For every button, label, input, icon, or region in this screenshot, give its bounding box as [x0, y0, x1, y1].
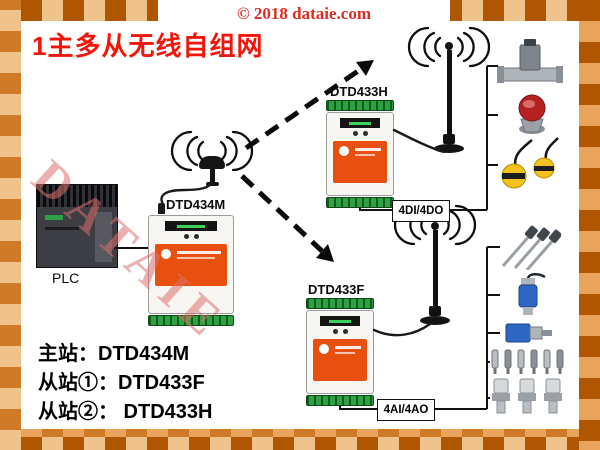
- float-switch-image: [492, 136, 566, 190]
- plc-side-panel: [95, 212, 112, 262]
- terminal-block: [326, 197, 394, 208]
- module-brand-panel: [155, 244, 227, 286]
- slave-top-device-label: DTD433H: [330, 84, 388, 99]
- pressure-transmitters-image: [488, 375, 568, 421]
- wireless-link-arrow-bottom: [240, 174, 334, 262]
- slave-bottom-radio-module: [306, 298, 374, 406]
- plc-device: [36, 184, 118, 268]
- terminal-block: [326, 100, 394, 111]
- module-brand-panel: [332, 141, 388, 183]
- submersible-level-sensor-image: [501, 271, 555, 317]
- slave-bottom-device-label: DTD433F: [308, 282, 365, 297]
- module-body: [148, 215, 234, 314]
- module-display: [320, 316, 360, 326]
- slave-top-antenna-icon: [432, 42, 466, 153]
- master-antenna-icon: [199, 156, 225, 186]
- slave-bottom-antenna-icon: [418, 222, 452, 325]
- module-brand-panel: [312, 339, 368, 381]
- terminal-block: [306, 395, 374, 406]
- terminal-block: [148, 315, 234, 326]
- brand-logo-icon: [318, 344, 329, 354]
- plc-label: PLC: [52, 270, 80, 286]
- page-title: 1主多从无线自组网: [32, 31, 264, 61]
- legend: 主站：DTD434M 从站①：DTD433F 从站②： DTD433H: [38, 340, 212, 427]
- temperature-probes-image: [497, 220, 562, 271]
- master-device-label: DTD434M: [166, 197, 226, 212]
- module-body: [306, 310, 374, 394]
- io-label-4ai4ao: 4AI/4AO: [377, 399, 435, 421]
- solenoid-valve-image: [497, 38, 563, 88]
- push-button-image: [500, 92, 564, 138]
- master-radio-module: [148, 203, 234, 326]
- slave-top-radio-module: [326, 100, 394, 208]
- module-buttons: [183, 234, 199, 239]
- io-label-4di4do: 4DI/4DO: [392, 200, 450, 222]
- legend-slave2-line: 从站②： DTD433H: [38, 401, 213, 423]
- probe-set-image: [488, 347, 568, 377]
- plc-status-led: [45, 215, 63, 220]
- module-display: [340, 118, 380, 128]
- terminal-block: [306, 298, 374, 309]
- module-display: [165, 221, 217, 231]
- mosaic-border-left: [0, 0, 21, 450]
- copyright-text: © 2018 dataie.com: [158, 0, 450, 27]
- plc-slot: [45, 227, 79, 230]
- module-buttons: [352, 131, 368, 136]
- mosaic-border-right: [579, 0, 600, 450]
- pressure-sensor-image: [500, 314, 556, 352]
- module-buttons: [332, 329, 348, 334]
- legend-master-line: 主站：DTD434M: [38, 343, 190, 365]
- plc-vents: [37, 185, 117, 207]
- brand-logo-icon: [161, 249, 172, 259]
- module-body: [326, 112, 394, 196]
- plc-body: [37, 207, 117, 267]
- antenna-connector-icon: [158, 203, 165, 214]
- mosaic-border-bottom: [0, 429, 600, 450]
- legend-slave1-line: 从站①：DTD433F: [38, 372, 205, 394]
- brand-logo-icon: [338, 146, 349, 156]
